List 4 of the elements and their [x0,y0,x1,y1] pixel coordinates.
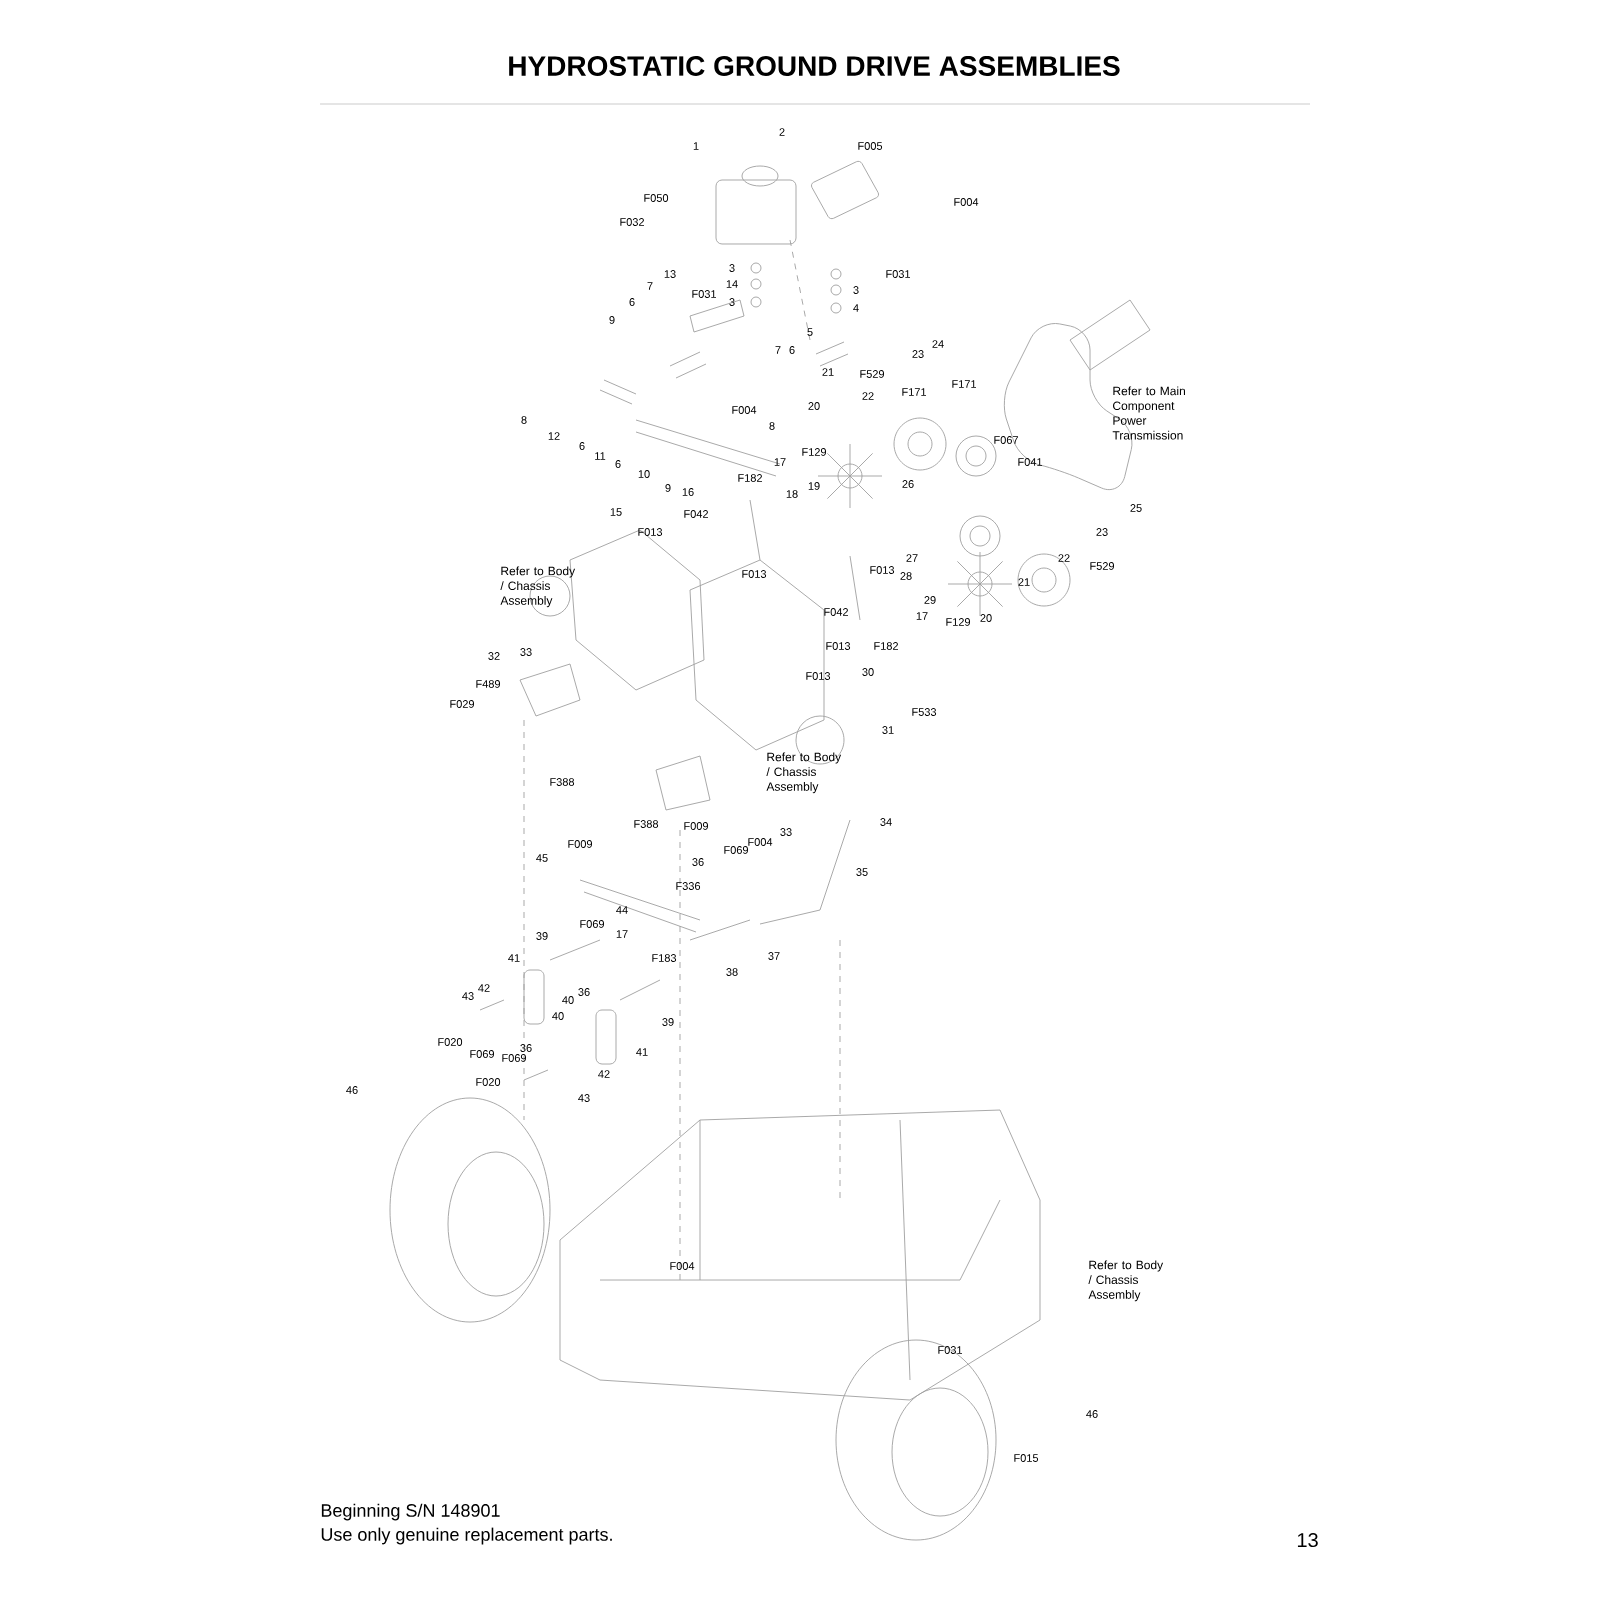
page-number: 13 [1297,1532,1318,1548]
footer-note: Use only genuine replacement parts. [321,1527,612,1545]
footer-note: Beginning S/N 148901 [321,1503,500,1521]
title: HYDROSTATIC GROUND DRIVE ASSEMBLIES [509,56,1120,76]
